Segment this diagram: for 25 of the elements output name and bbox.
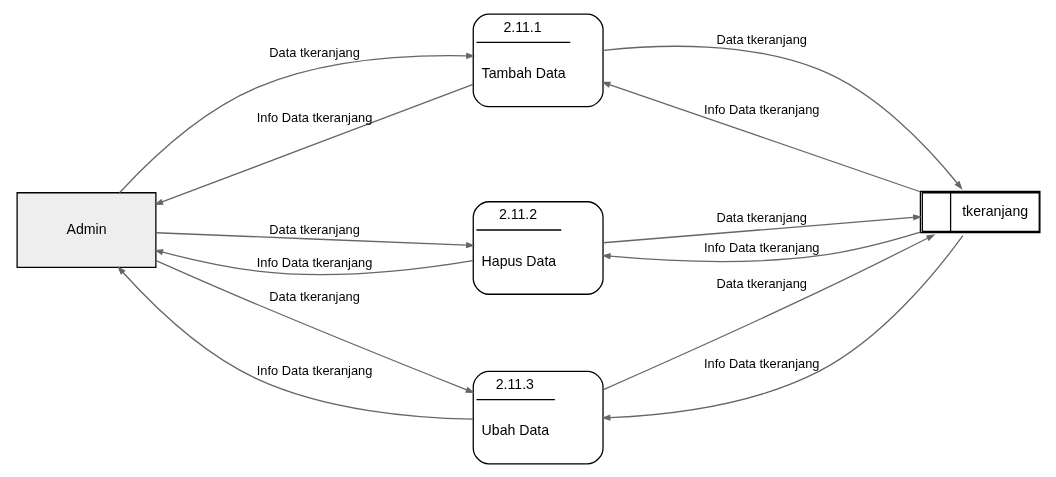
arrow xyxy=(153,248,474,275)
arrow xyxy=(601,230,921,262)
node-box: Admin xyxy=(15,191,156,268)
edge-label: Info Data tkeranjang xyxy=(256,362,372,378)
edge-label: Data tkeranjang xyxy=(715,275,807,291)
arrow xyxy=(601,81,921,192)
edge-label: Info Data tkeranjang xyxy=(703,239,819,255)
edge-label: Data tkeranjang xyxy=(268,44,360,60)
arrow xyxy=(602,213,922,243)
edge-label: Data tkeranjang xyxy=(715,31,807,47)
arrow xyxy=(153,83,474,205)
arrow xyxy=(116,265,474,420)
arrow xyxy=(118,52,475,193)
edge-label: Info Data tkeranjang xyxy=(703,354,819,370)
edge-label: Info Data tkeranjang xyxy=(703,101,819,117)
edge-label: Info Data tkeranjang xyxy=(256,109,372,125)
edge-label: Data tkeranjang xyxy=(268,288,360,304)
edge-label: Data tkeranjang xyxy=(715,209,807,225)
arrow xyxy=(600,234,963,421)
edge-label: Data tkeranjang xyxy=(268,221,360,237)
arrow xyxy=(154,259,475,393)
arrow xyxy=(602,45,963,190)
arrow xyxy=(154,231,475,248)
edge-label: Info Data tkeranjang xyxy=(256,254,372,270)
arrow xyxy=(602,233,935,390)
